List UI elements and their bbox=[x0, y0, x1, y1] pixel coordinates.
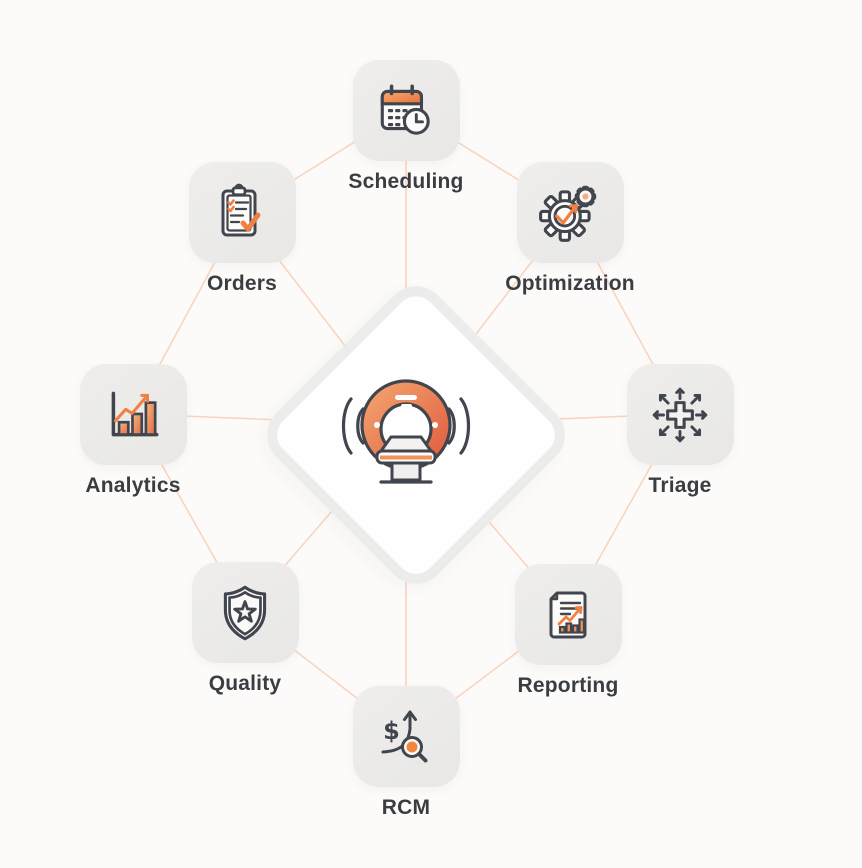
dollar-growth-magnifier-icon: $ bbox=[381, 710, 428, 762]
mri-scanner-icon bbox=[321, 359, 491, 509]
document-chart-icon bbox=[549, 591, 587, 638]
analytics-label: Analytics bbox=[85, 474, 181, 497]
reporting-card bbox=[514, 564, 622, 665]
node-orders: Orders bbox=[162, 162, 322, 296]
triage-label: Triage bbox=[648, 474, 712, 497]
shield-star-icon bbox=[223, 585, 267, 640]
node-optimization: Optimization bbox=[490, 162, 650, 296]
node-quality: Quality bbox=[165, 562, 325, 696]
optimization-card bbox=[516, 162, 624, 263]
orders-label: Orders bbox=[206, 272, 278, 295]
gear-check-icon bbox=[539, 185, 597, 242]
quality-label: Quality bbox=[208, 672, 282, 695]
analytics-card bbox=[79, 364, 187, 465]
reporting-label: Reporting bbox=[517, 674, 619, 697]
node-rcm: $ RCM bbox=[326, 686, 486, 820]
node-reporting: Reporting bbox=[488, 564, 648, 698]
node-triage: Triage bbox=[600, 364, 760, 498]
node-analytics: Analytics bbox=[53, 364, 213, 498]
scheduling-label: Scheduling bbox=[348, 170, 464, 193]
svg-text:$: $ bbox=[383, 717, 400, 745]
orders-card bbox=[188, 162, 296, 263]
cross-arrows-icon bbox=[652, 387, 708, 442]
node-scheduling: Scheduling bbox=[326, 60, 486, 194]
rcm-label: RCM bbox=[381, 796, 431, 819]
bar-chart-arrow-icon bbox=[111, 391, 159, 436]
triage-card bbox=[626, 364, 734, 465]
rcm-card: $ bbox=[352, 686, 460, 787]
scheduling-card bbox=[352, 60, 460, 161]
optimization-label: Optimization bbox=[505, 272, 635, 295]
quality-card bbox=[191, 562, 299, 663]
clipboard-checklist-icon bbox=[221, 183, 261, 236]
calendar-clock-icon bbox=[380, 83, 430, 135]
